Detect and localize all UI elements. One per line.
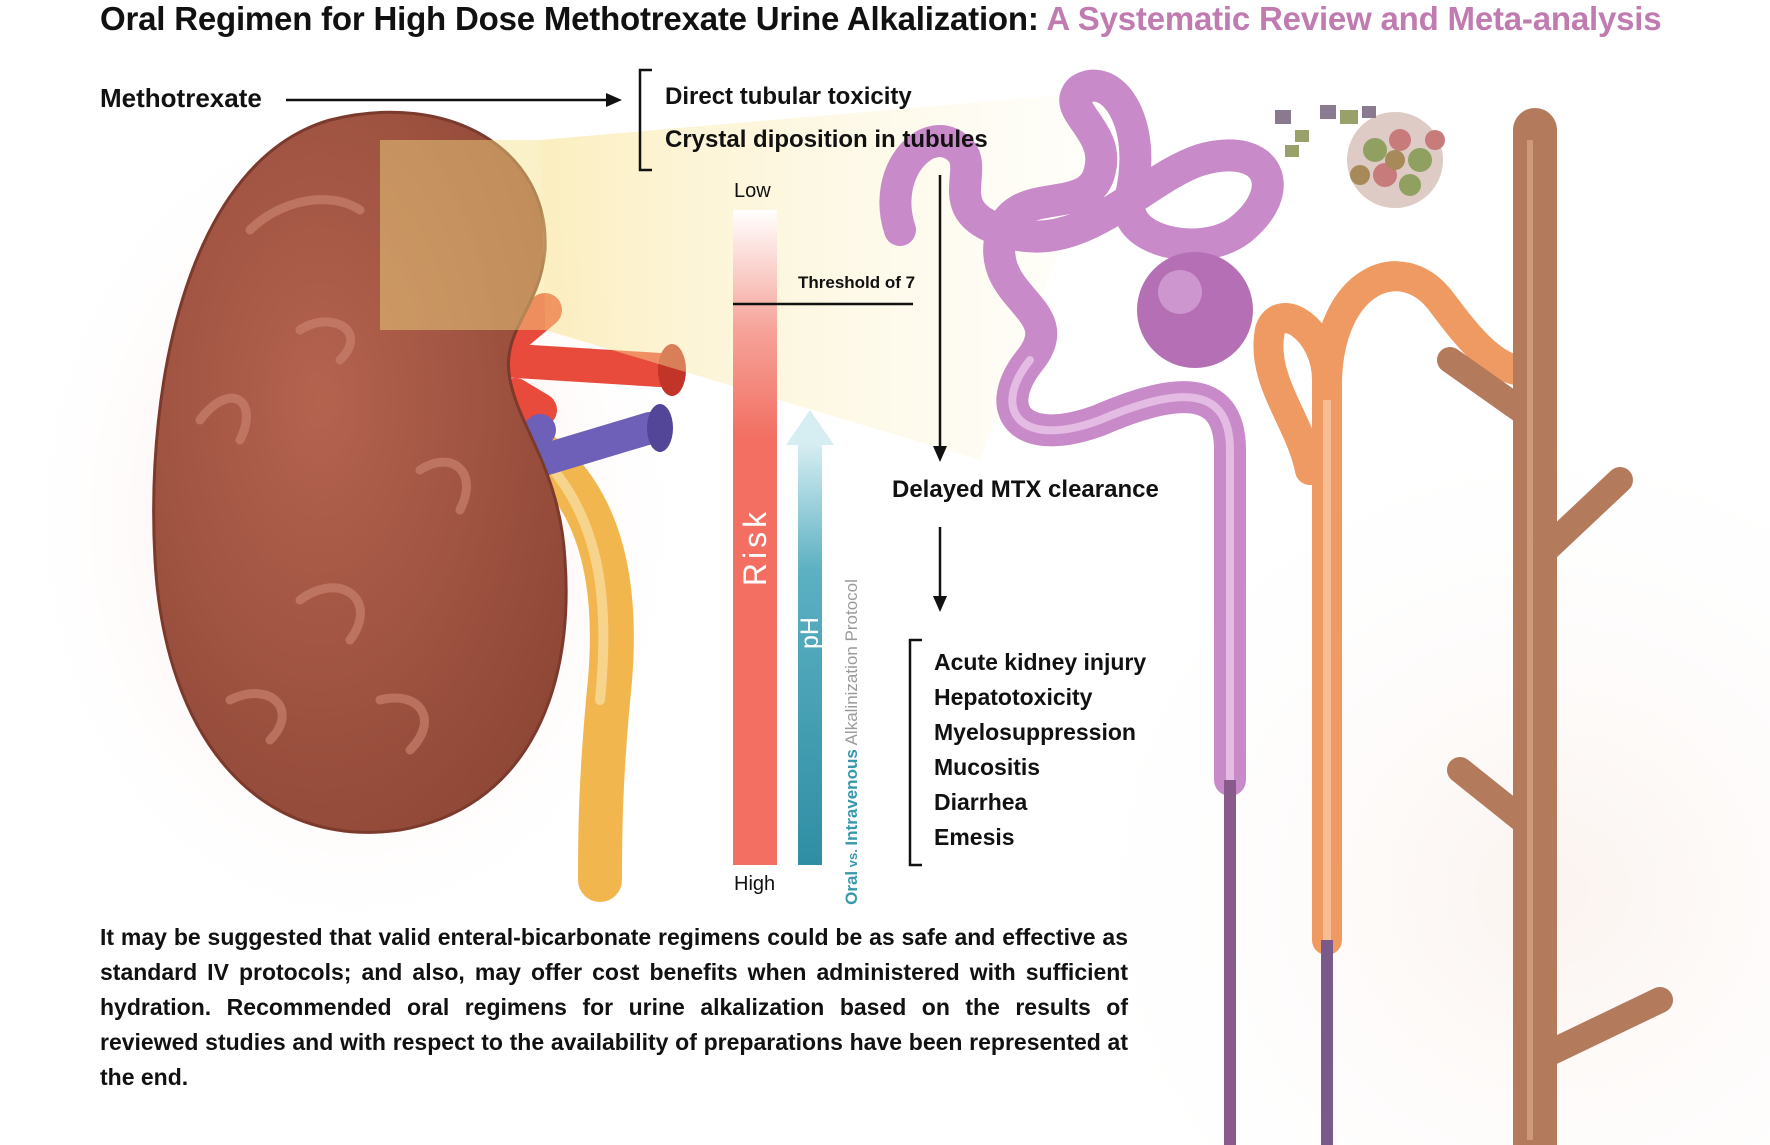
- risk-bar: [733, 210, 777, 865]
- outcomes-list: Acute kidney injury Hepatotoxicity Myelo…: [934, 645, 1146, 855]
- protocol-alkalinization: Alkalinization Protocol: [842, 579, 861, 750]
- outcome-item: Mucositis: [934, 754, 1041, 780]
- crystal-cluster: [1347, 112, 1445, 208]
- glomerulus-highlight: [1158, 270, 1202, 314]
- zoom-region: [380, 140, 545, 330]
- title-main: Oral Regimen for High Dose Methotrexate …: [100, 0, 1039, 37]
- nephron-end: [1224, 780, 1236, 1145]
- crystal-fragments: [1275, 105, 1376, 157]
- ph-arrow-head: [786, 410, 834, 445]
- outcome-item: Myelosuppression: [934, 719, 1136, 745]
- vein-opening: [647, 404, 673, 452]
- mechanism-bracket: [638, 68, 652, 172]
- title-subtitle: A Systematic Review and Meta-analysis: [1046, 0, 1662, 37]
- protocol-label: Oral vs. Intravenous Alkalinization Prot…: [840, 502, 864, 982]
- kidney-texture: [195, 195, 471, 755]
- ph-arrow-shaft: [798, 445, 822, 865]
- outcome-item: Emesis: [934, 824, 1015, 850]
- drug-label: Methotrexate: [100, 83, 262, 113]
- ureter: [498, 418, 634, 902]
- risk-high-label: High: [734, 873, 776, 895]
- outcome-item: Hepatotoxicity: [934, 684, 1093, 710]
- nephron-highlight: [1008, 356, 1234, 784]
- glomerulus: [1137, 252, 1253, 368]
- ph-label: pH: [796, 617, 824, 649]
- outcome-item: Diarrhea: [934, 789, 1028, 815]
- loop-end: [1321, 940, 1333, 1145]
- threshold-label: Threshold of 7: [798, 273, 916, 292]
- protocol-oral: Oral: [842, 870, 861, 905]
- protocol-intravenous: Intravenous: [842, 749, 861, 846]
- to-delayed-arrow-head: [933, 446, 947, 462]
- duct-branches: [1437, 347, 1673, 1073]
- delayed-clearance-label: Delayed MTX clearance: [892, 476, 1159, 503]
- methotrexate-arrow-head: [606, 93, 622, 107]
- renal-artery: [483, 293, 677, 427]
- to-outcomes-arrow-head: [933, 596, 947, 612]
- risk-bar-label: Risk: [737, 507, 773, 587]
- risk-low-label: Low: [734, 180, 771, 202]
- outcome-item: Acute kidney injury: [934, 649, 1147, 675]
- mechanism-tubular-toxicity: Direct tubular toxicity: [665, 83, 912, 110]
- protocol-vs: vs.: [845, 845, 860, 871]
- ureter-highlight: [540, 455, 609, 705]
- outcomes-bracket: [908, 638, 922, 867]
- mechanism-crystal-deposition: Crystal diposition in tubules: [665, 126, 988, 153]
- conclusion-text: It may be suggested that valid enteral-b…: [100, 924, 1128, 1090]
- loop-of-henle: [1253, 261, 1555, 955]
- page-title: Oral Regimen for High Dose Methotrexate …: [100, 0, 1662, 38]
